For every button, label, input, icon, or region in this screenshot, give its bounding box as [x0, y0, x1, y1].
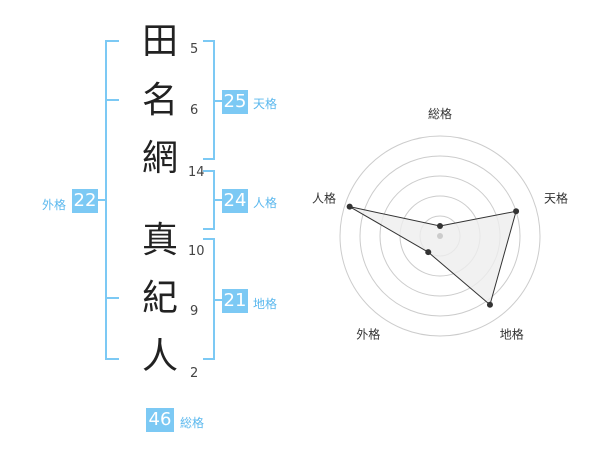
name-char-5: 紀	[141, 278, 178, 319]
name-char-2: 名	[141, 80, 178, 121]
radar-center-dot	[437, 233, 443, 239]
stroke-count-5: 9	[190, 304, 199, 319]
radar-axis-label-5: 人格	[312, 190, 336, 205]
stroke-count-2: 6	[190, 103, 199, 118]
chikaku-bracket-top	[203, 238, 215, 240]
radar-point-5	[346, 203, 353, 210]
gaikaku-bracket-bottom	[105, 358, 119, 360]
radar-point-4	[425, 249, 432, 256]
chikaku-connector	[215, 299, 222, 301]
radar-ring-5	[339, 135, 541, 337]
radar-ring-4	[359, 155, 521, 317]
jinkaku-connector	[215, 199, 222, 201]
tenkaku-badge: 25	[222, 90, 248, 114]
gaikaku-badge: 22	[72, 189, 98, 213]
soukaku-label: 総格	[180, 416, 205, 430]
tenkaku-bracket-bottom	[203, 158, 215, 160]
tenkaku-bracket-spine	[213, 40, 215, 160]
radar-axis-label-2: 天格	[544, 190, 568, 205]
jinkaku-bracket-bottom	[203, 228, 215, 230]
stroke-count-3: 14	[188, 165, 205, 180]
tenkaku-bracket-top	[203, 40, 215, 42]
jinkaku-bracket-top	[203, 170, 215, 172]
gaikaku-label: 外格	[42, 198, 67, 212]
gaikaku-bracket-spine	[105, 40, 107, 360]
radar-point-2	[513, 208, 520, 215]
name-char-1: 田	[141, 21, 178, 62]
jinkaku-badge: 24	[222, 189, 248, 213]
radar-point-1	[437, 223, 443, 229]
name-char-3: 網	[141, 138, 178, 179]
gaikaku-tick-1	[105, 99, 119, 101]
radar-point-3	[486, 301, 493, 308]
tenkaku-label: 天格	[253, 97, 278, 111]
chikaku-badge: 21	[222, 289, 248, 313]
chikaku-label: 地格	[253, 297, 278, 311]
stroke-count-1: 5	[190, 42, 199, 57]
tenkaku-connector	[215, 100, 222, 102]
radar-area	[349, 206, 517, 306]
gaikaku-connector	[98, 199, 105, 201]
chikaku-bracket-bottom	[203, 358, 215, 360]
gaikaku-bracket-top	[105, 40, 119, 42]
name-char-6: 人	[141, 336, 178, 377]
chikaku-bracket-spine	[213, 238, 215, 360]
stroke-count-4: 10	[188, 244, 205, 259]
soukaku-badge: 46	[146, 408, 174, 432]
stroke-count-6: 2	[190, 366, 199, 381]
radar-axis-label-4: 外格	[356, 327, 380, 342]
jinkaku-bracket-spine	[213, 170, 215, 230]
radar-axis-label-3: 地格	[500, 327, 524, 342]
jinkaku-label: 人格	[253, 196, 278, 210]
name-char-4: 真	[141, 220, 178, 261]
gaikaku-tick-2	[105, 297, 119, 299]
radar-axis-label-1: 総格	[428, 106, 452, 121]
